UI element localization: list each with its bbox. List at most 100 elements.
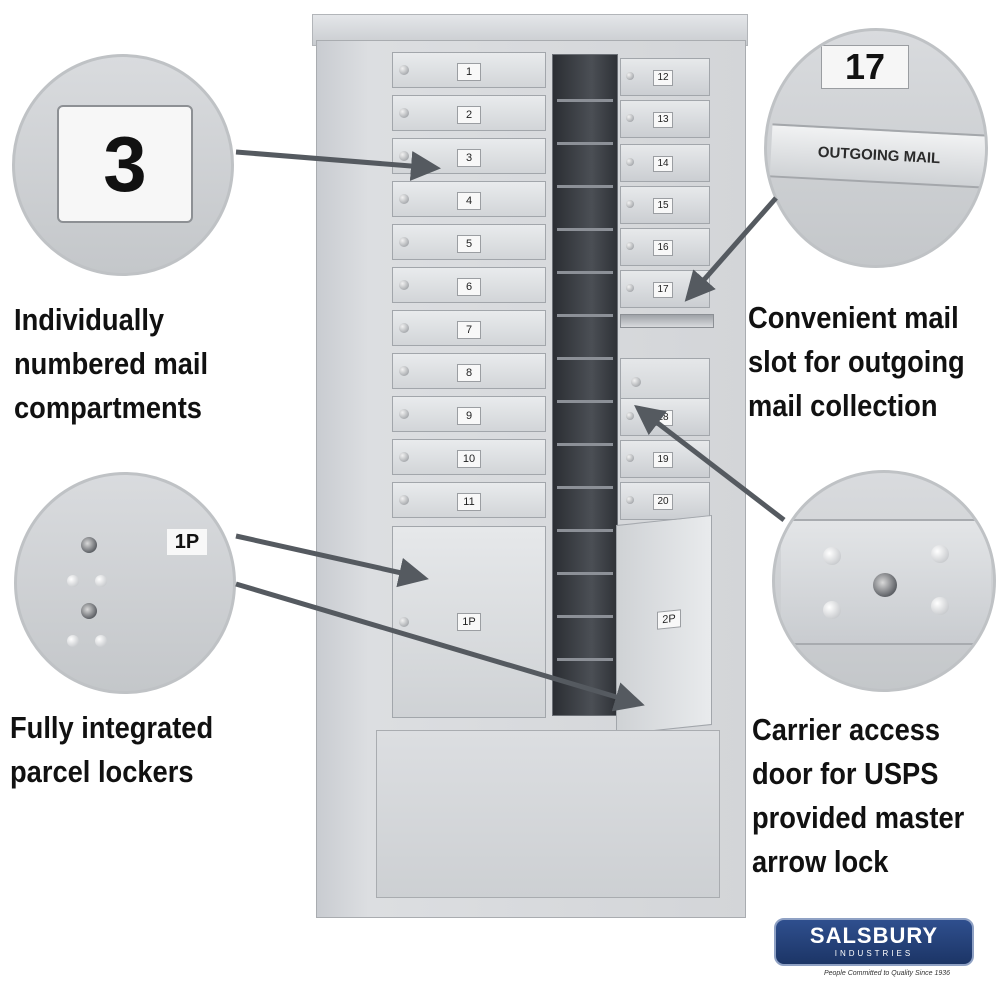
caption-line: numbered mail [14, 346, 209, 381]
interior-shelf [557, 529, 613, 532]
compartment-number: 9 [457, 407, 481, 425]
parcel-locker-label: 1P [457, 613, 481, 631]
caption-outgoing: Convenient mail slot for outgoing mail c… [748, 296, 965, 428]
arrow-to-compartment [235, 149, 441, 181]
compartment-number: 2 [457, 106, 481, 124]
caption-compartments: Individually numbered mail compartments [14, 298, 208, 430]
caption-carrier: Carrier access door for USPS provided ma… [752, 708, 964, 884]
interior-shelf [557, 99, 613, 102]
keyhole-icon [626, 242, 634, 250]
compartment-door: 16 [620, 228, 710, 266]
keyhole-icon [399, 194, 409, 204]
rivet-icon [95, 575, 107, 587]
keyhole-icon [626, 200, 634, 208]
compartment-number: 19 [653, 452, 673, 468]
compartment-door: 13 [620, 100, 710, 138]
caption-line: Convenient mail [748, 300, 959, 335]
keyhole-icon [81, 537, 97, 553]
logo-sub: INDUSTRIES [834, 949, 914, 958]
rivet-icon [67, 575, 79, 587]
callout-parcel-locker: 1P [14, 472, 236, 694]
caption-line: Individually [14, 302, 165, 337]
compartment-door: 12 [620, 58, 710, 96]
caption-line: Fully integrated [10, 710, 214, 745]
interior-shelf [557, 443, 613, 446]
callout-compartment-number: 3 [12, 54, 234, 276]
keyhole-icon [626, 496, 634, 504]
keyhole-icon [631, 377, 641, 387]
keyhole-icon [399, 151, 409, 161]
caption-line: compartments [14, 390, 202, 425]
carrier-panel-zoom [781, 519, 991, 645]
keyhole-icon [399, 452, 409, 462]
keyhole-icon [399, 409, 409, 419]
interior-shelf [557, 142, 613, 145]
compartment-door: 5 [392, 224, 546, 260]
rivet-icon [823, 547, 841, 565]
outgoing-mail-slot [620, 314, 714, 328]
open-carrier-door-interior [552, 54, 618, 716]
compartment-door: 9 [392, 396, 546, 432]
compartment-number: 15 [653, 198, 673, 214]
interior-shelf [557, 400, 613, 403]
caption-line: arrow lock [752, 844, 889, 879]
compartment-door: 4 [392, 181, 546, 217]
keyhole-icon [626, 72, 634, 80]
compartment-number: 6 [457, 278, 481, 296]
compartment-number: 16 [653, 240, 673, 256]
arrow-lock-icon [873, 573, 897, 597]
caption-line: slot for outgoing [748, 344, 965, 379]
compartment-door: 15 [620, 186, 710, 224]
cabinet-base [376, 730, 720, 898]
interior-shelf [557, 615, 613, 618]
compartment-number: 20 [653, 494, 673, 510]
callout-outgoing-mail: 17 OUTGOING MAIL [764, 28, 988, 268]
interior-shelf [557, 658, 613, 661]
caption-parcel: Fully integrated parcel lockers [10, 706, 213, 794]
compartment-door: 10 [392, 439, 546, 475]
interior-shelf [557, 185, 613, 188]
compartment-door: 2 [392, 95, 546, 131]
rivet-icon [823, 601, 841, 619]
compartment-door: 7 [392, 310, 546, 346]
arrow-to-parcel-right [235, 581, 645, 712]
rivet-icon [931, 597, 949, 615]
caption-line: mail collection [748, 388, 938, 423]
caption-line: parcel lockers [10, 754, 194, 789]
keyhole-icon [626, 158, 634, 166]
left-compartment-column: 1 2 3 4 5 6 7 8 9 10 11 [392, 52, 546, 718]
compartment-number: 13 [653, 112, 673, 128]
interior-shelf [557, 486, 613, 489]
compartment-door: 20 [620, 482, 710, 520]
interior-shelf [557, 314, 613, 317]
keyhole-icon [399, 323, 409, 333]
compartment-number: 10 [457, 450, 481, 468]
caption-line: provided master [752, 800, 965, 835]
interior-shelf [557, 271, 613, 274]
compartment-number: 7 [457, 321, 481, 339]
keyhole-icon [399, 366, 409, 376]
zoom-number-plate-17: 17 [821, 45, 909, 89]
logo-tagline: People Committed to Quality Since 1936 [823, 970, 951, 977]
arrow-to-carrier-lock [634, 404, 786, 522]
interior-shelf [557, 357, 613, 360]
compartment-door: 19 [620, 440, 710, 478]
logo-brand: SALSBURY [809, 923, 939, 948]
keyhole-icon [399, 65, 409, 75]
compartment-number: 3 [457, 149, 481, 167]
keyhole-icon [81, 603, 97, 619]
compartment-number: 11 [457, 493, 481, 511]
zoom-parcel-tag: 1P [167, 529, 207, 555]
compartment-number: 14 [653, 156, 673, 172]
rivet-icon [931, 545, 949, 563]
compartment-door: 6 [392, 267, 546, 303]
keyhole-icon [626, 412, 634, 420]
compartment-number: 1 [457, 63, 481, 81]
callout-carrier-lock [772, 470, 996, 692]
compartment-door: 8 [392, 353, 546, 389]
compartment-number: 5 [457, 235, 481, 253]
interior-shelf [557, 228, 613, 231]
caption-line: door for USPS [752, 756, 939, 791]
